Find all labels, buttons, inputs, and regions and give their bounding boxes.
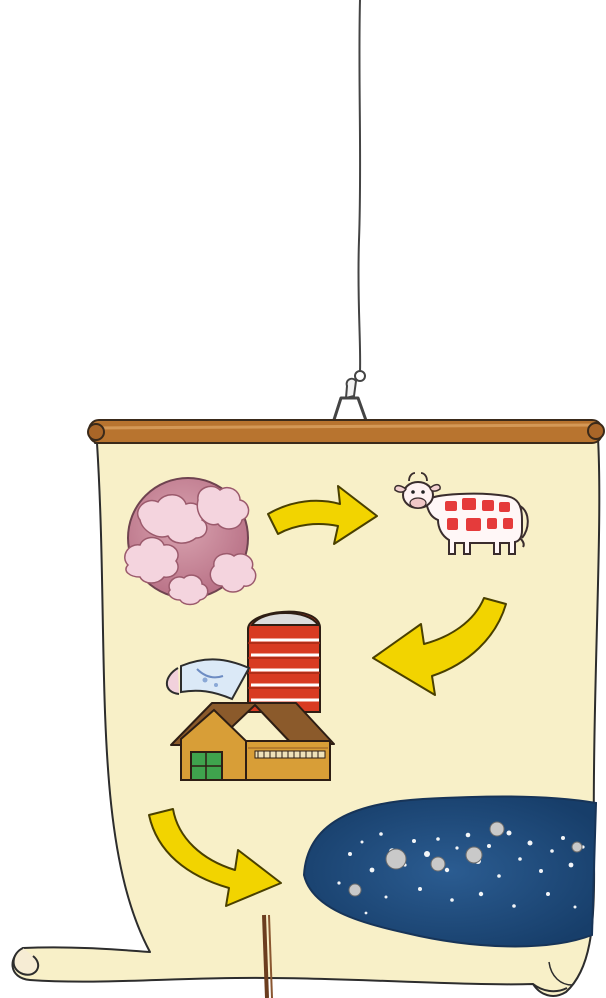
scroll-rod <box>88 420 604 443</box>
hook-icon <box>332 371 368 426</box>
hanging-string <box>358 0 360 372</box>
